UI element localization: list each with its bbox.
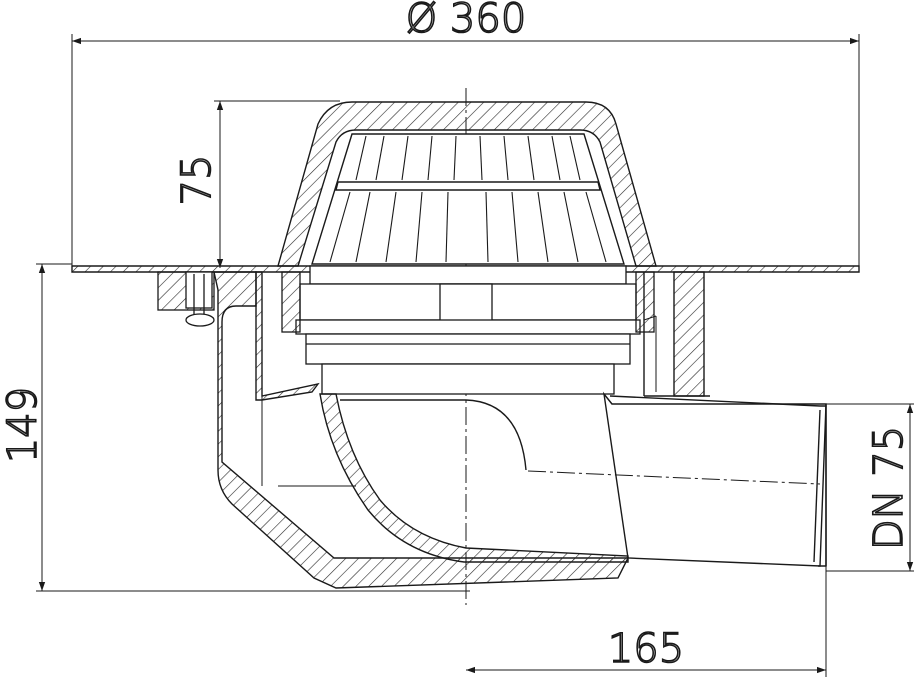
outlet-axis-line xyxy=(527,470,821,485)
bolt-icon xyxy=(185,313,215,327)
outlet-size-label: DN 75 xyxy=(866,426,912,550)
insulation-lines xyxy=(261,315,657,487)
outlet-offset-label: 165 xyxy=(608,626,684,672)
outlet-pipe xyxy=(340,391,827,567)
total-height-label: 149 xyxy=(0,387,46,463)
leaf-guard-cover xyxy=(277,101,657,267)
grate-bars xyxy=(329,135,607,263)
cover-height-label: 75 xyxy=(174,155,220,206)
diameter-label: Ø 360 xyxy=(406,0,527,42)
clamping-ring xyxy=(281,265,655,395)
dimension-lines xyxy=(36,34,914,677)
flange-clamp xyxy=(157,271,215,327)
center-lines xyxy=(465,88,821,605)
drain-body xyxy=(213,271,710,589)
